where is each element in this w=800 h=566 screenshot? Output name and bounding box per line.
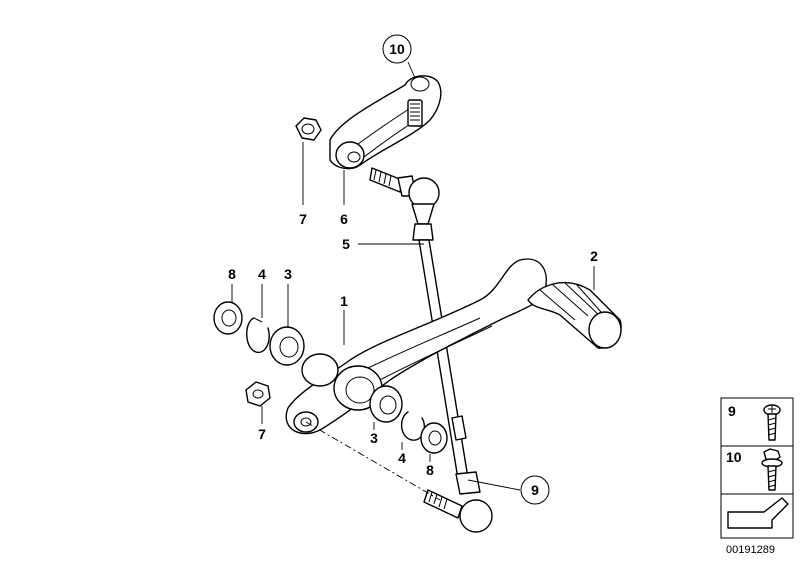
leader-lines (231, 61, 595, 491)
assembly-axis-line (305, 421, 441, 501)
lower-ball-joint (423, 471, 493, 533)
right-bearing (369, 385, 403, 423)
label-8-right: 8 (426, 462, 434, 478)
legend-label-10: 10 (726, 449, 742, 465)
label-10: 10 (389, 41, 405, 57)
label-8-left: 8 (228, 266, 236, 282)
label-1: 1 (340, 293, 348, 309)
left-bearing (269, 326, 305, 366)
left-washer (213, 301, 243, 335)
legend-label-9: 9 (728, 403, 736, 419)
lower-nut (245, 381, 271, 407)
callout-9: 9 (520, 475, 550, 505)
label-9: 9 (531, 482, 539, 498)
label-3-right: 3 (370, 430, 378, 446)
parts-legend: 9 10 (720, 397, 794, 539)
callout-10: 10 (382, 34, 412, 64)
label-4-left: 4 (258, 266, 266, 282)
flange-bolt-icon (761, 448, 783, 491)
upper-shift-arm (329, 75, 442, 170)
screw-icon (763, 404, 781, 441)
label-6: 6 (340, 211, 348, 227)
right-washer (420, 422, 448, 454)
label-3-left: 3 (284, 266, 292, 282)
label-2: 2 (590, 248, 598, 264)
label-7-lower: 7 (258, 426, 266, 442)
direction-arrow-icon (727, 497, 789, 529)
label-7-upper: 7 (299, 211, 307, 227)
left-circlip (246, 317, 270, 354)
diagram-code: 00191289 (726, 544, 775, 556)
label-5: 5 (342, 236, 350, 252)
upper-ball-joint (369, 167, 440, 225)
label-4-right: 4 (398, 450, 406, 466)
upper-nut (295, 117, 322, 141)
shift-rod (412, 223, 469, 480)
main-shift-lever (285, 258, 547, 435)
foot-peg (527, 281, 622, 349)
